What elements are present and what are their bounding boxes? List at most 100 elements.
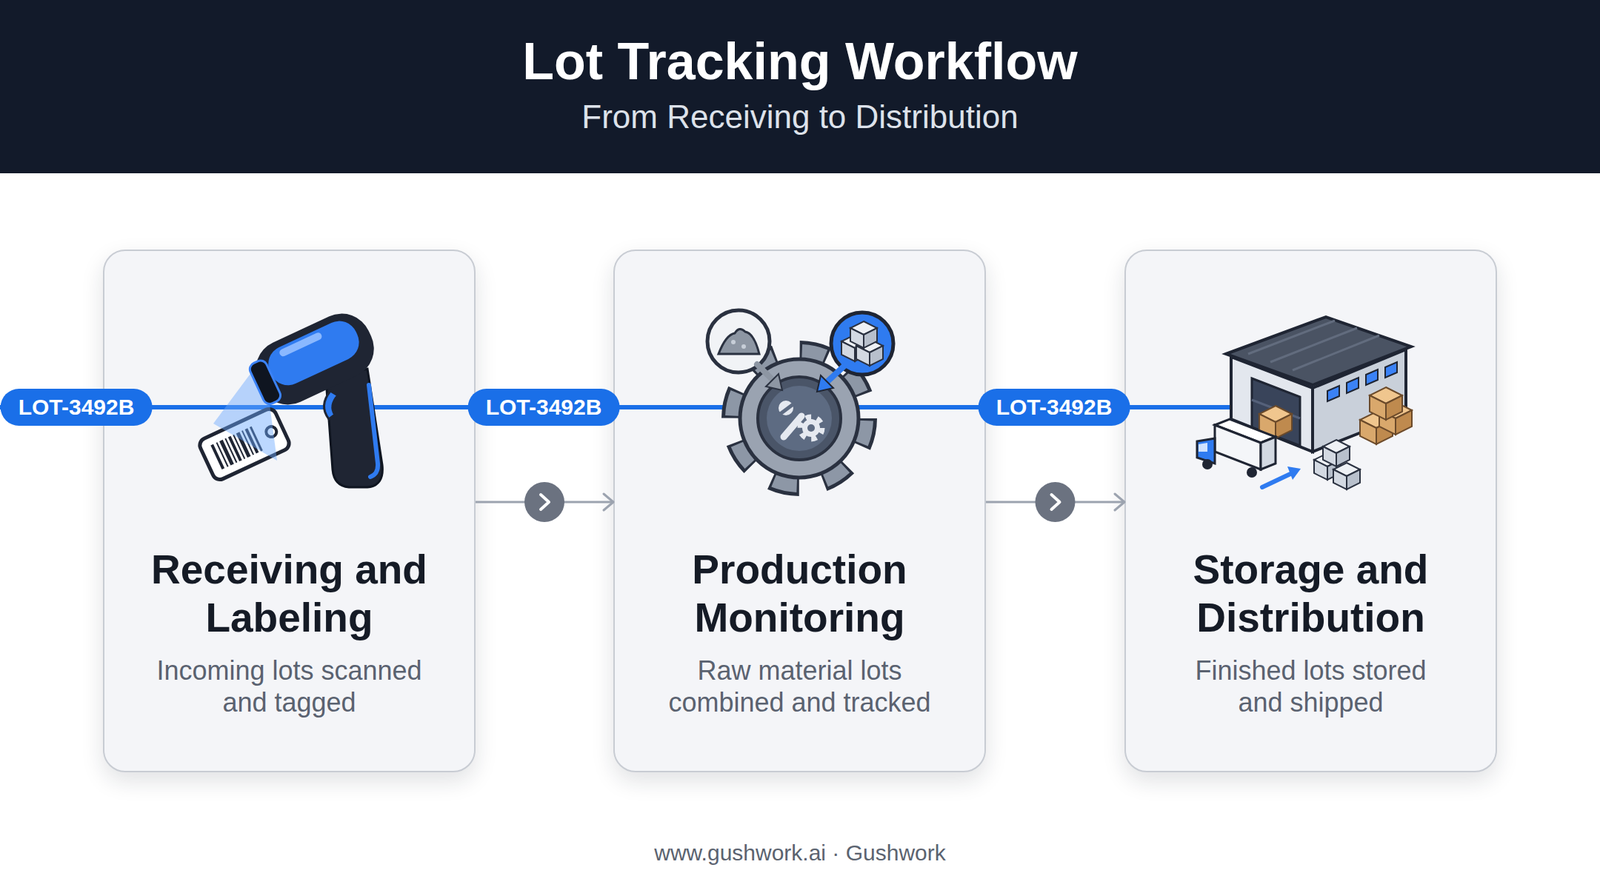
raw-material-badge xyxy=(707,310,770,373)
warehouse-icon xyxy=(1379,402,1412,435)
warehouse-icon xyxy=(1251,400,1300,419)
lot-tag: LOT-3492B xyxy=(978,388,1131,426)
lot-tag: LOT-3492B xyxy=(0,388,153,426)
barcode-tag xyxy=(216,442,229,467)
production-gear-icon xyxy=(850,321,878,349)
production-gear-icon xyxy=(741,344,746,349)
barcode-tag xyxy=(210,444,225,470)
barcode-tag xyxy=(232,434,246,460)
subtitle: From Receiving to Distribution xyxy=(581,97,1018,137)
scanner-head xyxy=(262,314,366,392)
production-gear-icon xyxy=(841,334,869,362)
card-heading: Production Monitoring xyxy=(637,545,963,643)
process-card: Production MonitoringRaw material lots c… xyxy=(613,249,986,773)
warehouse-roof xyxy=(1225,317,1412,386)
card-description: Raw material lots combined and tracked xyxy=(662,654,938,719)
lot-tracking-line xyxy=(0,405,1238,410)
warehouse-icon xyxy=(1365,369,1378,386)
flow-chevron xyxy=(540,494,549,510)
production-gear-icon xyxy=(765,374,783,391)
production-gear-icon xyxy=(731,340,736,345)
warehouse-icon xyxy=(1259,405,1292,439)
raw-material-pile xyxy=(718,328,760,355)
production-gear-icon xyxy=(735,354,863,483)
barcode-tag xyxy=(224,438,238,463)
scanner-head xyxy=(247,358,283,407)
barcode-scanner-icon xyxy=(197,303,384,488)
truck-trailer xyxy=(1214,419,1276,443)
production-gear-icon xyxy=(817,375,834,392)
warehouse-icon xyxy=(1292,335,1380,371)
card-description: Incoming lots scanned and tagged xyxy=(152,654,427,719)
warehouse-icon xyxy=(1270,328,1358,363)
scanner-head xyxy=(245,303,384,415)
production-gear-icon xyxy=(766,385,832,452)
barcode-tag xyxy=(228,436,243,462)
flow-connector xyxy=(985,482,1125,523)
flow-connector xyxy=(475,500,614,503)
warehouse-icon xyxy=(1333,462,1360,490)
warehouse-icon xyxy=(1360,411,1393,445)
scanner-head xyxy=(242,303,383,416)
flow-chevron xyxy=(1051,494,1060,510)
title: Lot Tracking Workflow xyxy=(522,31,1078,92)
production-gear-icon xyxy=(778,400,794,416)
production-gear-icon xyxy=(856,339,883,366)
barcode-tag xyxy=(241,430,255,455)
warehouse-icon xyxy=(1197,317,1412,490)
warehouse-icon xyxy=(1248,320,1335,355)
process-card: Storage and DistributionFinished lots st… xyxy=(1124,249,1498,773)
scanner-handle xyxy=(325,368,383,488)
warehouse-icon xyxy=(1385,362,1398,378)
warehouse-icon xyxy=(1346,377,1359,394)
warehouse-icon xyxy=(1214,425,1261,470)
flow-badge xyxy=(524,482,565,523)
card-description: Finished lots stored and shipped xyxy=(1174,654,1449,719)
warehouse-door xyxy=(1251,378,1300,446)
warehouse-icon xyxy=(1260,437,1276,470)
watermark: www.gushwork.ai · Gushwork xyxy=(654,840,946,867)
lot-tag: LOT-3492B xyxy=(468,388,620,426)
handle-stripe xyxy=(368,385,378,478)
flow-badge xyxy=(1035,482,1076,523)
card-heading: Receiving and Labeling xyxy=(126,545,453,643)
production-gear-icon xyxy=(707,310,894,483)
warehouse-icon xyxy=(1369,387,1403,420)
flow-connector xyxy=(985,500,1125,503)
production-gear-icon xyxy=(735,354,863,483)
barcode-tag xyxy=(197,406,292,483)
warehouse-side xyxy=(1312,349,1406,452)
warehouse-icon xyxy=(1327,385,1340,402)
warehouse-icon xyxy=(1198,442,1208,452)
barcode-tag xyxy=(219,440,235,466)
truck-cab xyxy=(1197,438,1215,464)
flow-connector xyxy=(475,482,614,523)
card-heading: Storage and Distribution xyxy=(1148,545,1475,643)
warehouse-icon xyxy=(1314,453,1341,480)
warehouse-icon xyxy=(1287,466,1301,480)
scanner-head xyxy=(278,331,323,358)
warehouse-icon xyxy=(1202,459,1213,470)
material-badge xyxy=(831,312,894,375)
barcode-tag xyxy=(236,431,252,458)
delivery-arrow xyxy=(1262,474,1291,488)
input-arrow xyxy=(757,364,775,383)
warehouse-front xyxy=(1231,357,1313,452)
production-gear-icon xyxy=(807,424,815,432)
arrow-head xyxy=(1114,494,1125,511)
production-gear-icon xyxy=(783,416,802,438)
barcode-tag xyxy=(197,406,292,483)
production-gear-icon xyxy=(800,417,822,439)
scanner-trigger xyxy=(323,391,338,420)
warehouse-icon xyxy=(1246,467,1258,478)
barcode-tag xyxy=(249,426,263,452)
barcode-tag xyxy=(245,428,260,454)
warehouse-icon xyxy=(1322,440,1350,467)
production-gear-icon xyxy=(757,377,841,460)
production-gear-icon xyxy=(740,359,859,478)
process-card: Receiving and LabelingIncoming lots scan… xyxy=(102,249,476,773)
input-arrow xyxy=(825,365,845,384)
scan-beam xyxy=(213,368,278,461)
barcode-tag xyxy=(264,425,279,440)
